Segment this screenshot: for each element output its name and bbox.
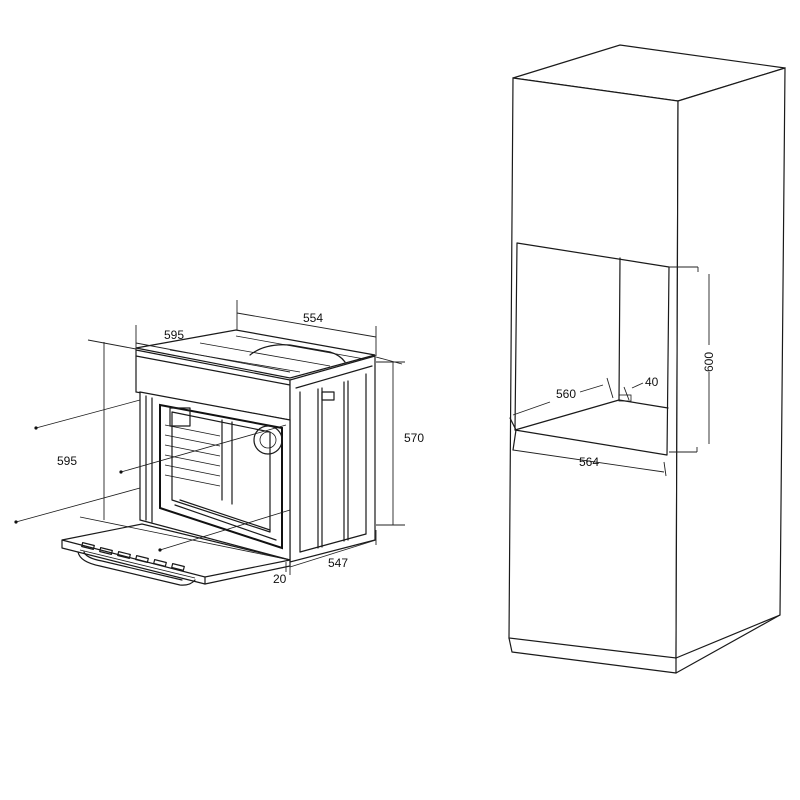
dim-oven-bottom-depth: 547 [328, 556, 348, 570]
oven-top-panel [135, 329, 376, 379]
cabinet-dimensions: 600 560 40 564 [512, 266, 716, 477]
oven-leader-lines [14, 399, 291, 561]
cabinet-front [508, 77, 679, 659]
door-handle [77, 551, 196, 586]
dim-niche-height: 600 [702, 352, 716, 372]
oven-cavity [159, 403, 283, 550]
dim-rear-gap: 40 [645, 375, 659, 389]
dim-oven-top-depth: 554 [303, 311, 323, 325]
dim-niche-width: 564 [579, 455, 599, 469]
dim-oven-width: 595 [164, 328, 184, 342]
cabinet-niche [514, 242, 670, 456]
dim-niche-depth: 560 [556, 387, 576, 401]
oven-side-panel [289, 355, 376, 563]
oven-dimensions: 595 554 595 570 547 20 [57, 300, 424, 586]
oven-drawing [61, 329, 376, 586]
dim-oven-side-height: 570 [404, 431, 424, 445]
cabinet-side [675, 67, 786, 659]
fan-icon [253, 425, 283, 455]
dim-door-offset: 20 [273, 572, 287, 586]
cabinet-drawing [508, 44, 786, 674]
dim-oven-height: 595 [57, 454, 77, 468]
